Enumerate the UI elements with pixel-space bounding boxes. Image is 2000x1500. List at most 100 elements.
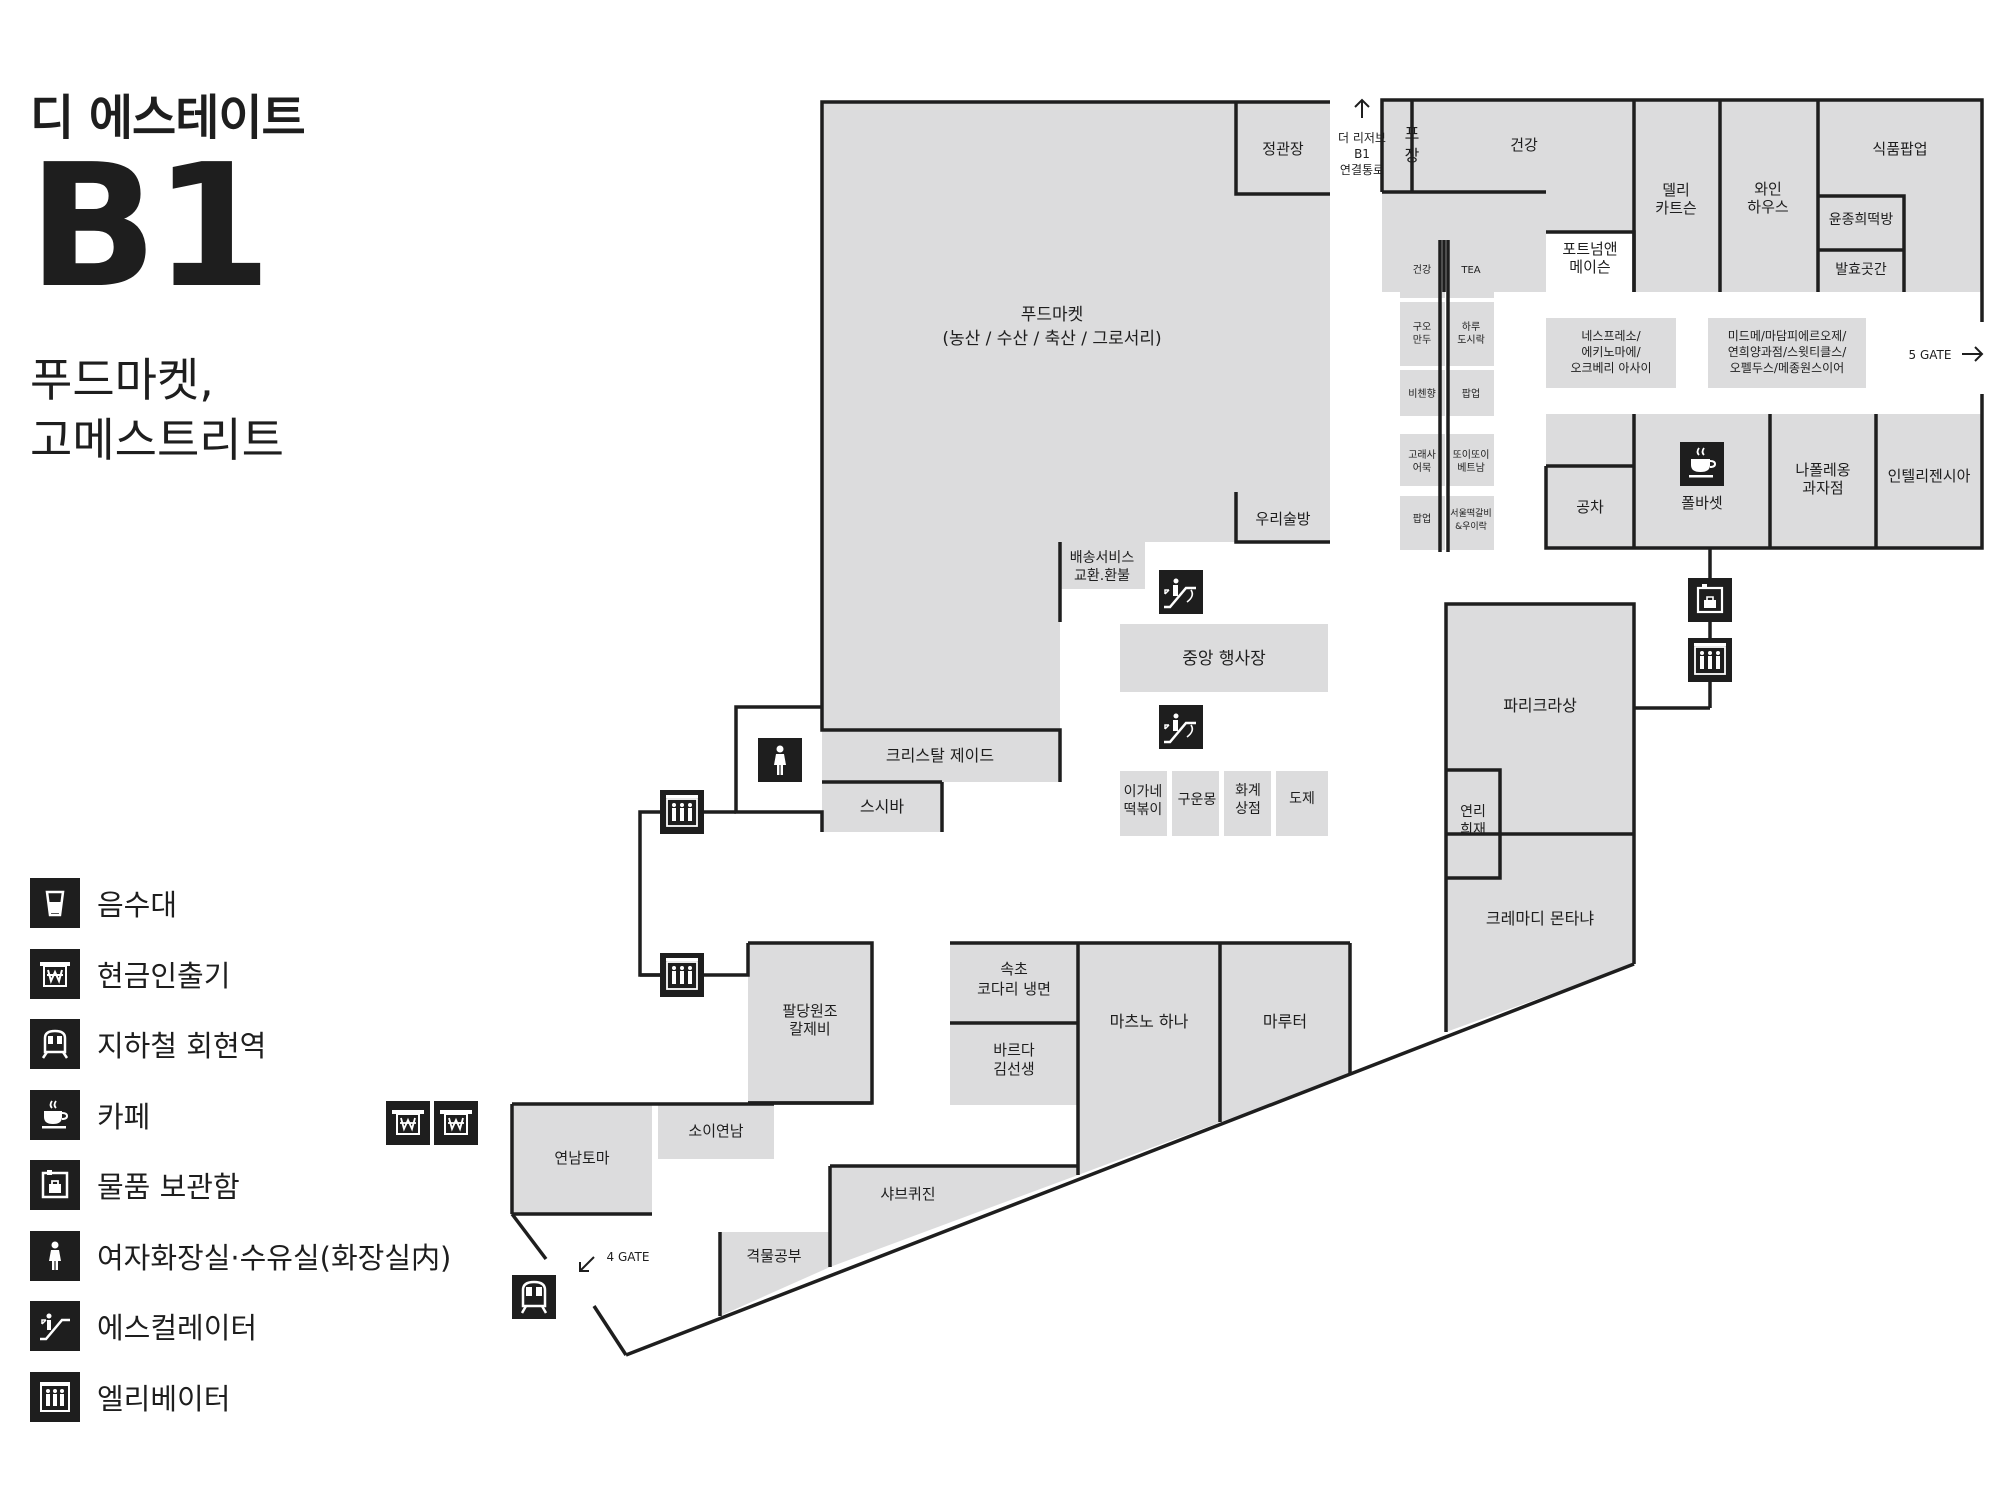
brand-title: 디 에스테이트 [30, 90, 306, 146]
gate-5-label: 5 GATE [1909, 348, 1952, 362]
legend-label-atm: 현금인출기 [97, 958, 231, 993]
kiosk-popup: 팝업 [1462, 387, 1480, 400]
kiosk-gorae-2: 어묵 [1413, 462, 1431, 474]
store-woori-sulbang: 우리술방 [1255, 510, 1310, 528]
store-food-popup: 식품팝업 [1872, 140, 1927, 158]
exchange-refund: 교환.환불 [1074, 568, 1130, 584]
kiosk-ttoi: 또이또이 [1453, 449, 1490, 461]
subway-icon [30, 1019, 80, 1070]
store-midome: 미드메/마담피에르오제/ [1728, 329, 1847, 343]
store-sokcho: 속초 [1000, 960, 1028, 978]
legend-item-atm: 현금인출기 [30, 939, 451, 1010]
elevator-icon [659, 789, 705, 835]
locker-icon [1686, 576, 1734, 624]
cafe-icon [30, 1089, 80, 1140]
cafe-icon [1679, 441, 1725, 487]
store-midome-2: 연희양과점/스윗티클스/ [1728, 344, 1847, 359]
legend-label-cafe: 카페 [97, 1099, 151, 1134]
subway-icon [510, 1273, 558, 1321]
store-paul-bassett: 폴바셋 [1681, 494, 1722, 512]
atm-icon [30, 948, 80, 999]
store-yeonnam: 연남토마 [554, 1149, 609, 1167]
store-nespresso-3: 오크베리 아사이 [1570, 361, 1651, 375]
nav-arrows [579, 98, 1984, 1272]
store-napoleon-2: 과자점 [1802, 479, 1843, 497]
legend-item-subway: 지하철 회현역 [30, 1009, 451, 1080]
store-paris-croissant: 파리크라상 [1503, 696, 1577, 715]
store-yeonri: 연리 [1460, 804, 1486, 820]
store-deli-2: 카트슨 [1655, 199, 1696, 217]
legend-label-water: 음수대 [97, 888, 178, 923]
store-wine-2: 하우스 [1747, 198, 1789, 216]
store-food-market: 푸드마켓 [1021, 305, 1084, 325]
water-cup-icon [30, 878, 80, 929]
kiosk-haru-2: 도시락 [1457, 334, 1485, 346]
legend-item-elevator: 엘리베이터 [30, 1362, 451, 1433]
kiosk-haru: 하루 [1462, 320, 1480, 333]
store-health: 건강 [1510, 136, 1538, 154]
store-bareuda: 바르다 [993, 1041, 1035, 1059]
legend-item-restroom: 여자화장실·수유실(화장실内) [30, 1221, 451, 1292]
store-gyeokmul: 격물공부 [746, 1247, 801, 1265]
elevator-icon [1687, 637, 1733, 683]
legend-item-water: 음수대 [30, 868, 451, 939]
legend-label-subway: 지하철 회현역 [97, 1029, 267, 1064]
store-igane: 이가네 [1124, 784, 1163, 800]
legend-item-locker: 물품 보관함 [30, 1150, 451, 1221]
store-fortnum: 포트넘앤 [1562, 240, 1617, 258]
floor-subtitle: 푸드마켓, 고메스트리트 [30, 350, 284, 470]
store-shabu: 샤브퀴진 [880, 1185, 935, 1203]
store-guunmong: 구운몽 [1178, 792, 1217, 808]
gate-4-label: 4 GATE [607, 1250, 650, 1264]
legend-label-locker: 물품 보관함 [97, 1170, 240, 1205]
legend-item-escalator: 에스컬레이터 [30, 1291, 451, 1362]
store-napoleon: 나폴레옹 [1795, 461, 1850, 479]
kiosk-tea: TEA [1460, 265, 1480, 276]
store-hwagye-sangjeom: 상점 [1235, 801, 1261, 817]
escalator-icon [30, 1301, 80, 1352]
store-sushi-bar: 스시바 [860, 797, 904, 816]
legend-label-restroom: 여자화장실·수유실(화장실内) [97, 1240, 452, 1275]
kiosk-health: 건강 [1413, 264, 1431, 276]
floor-subtitle-line1: 푸드마켓, [30, 353, 214, 407]
walls [510, 98, 1984, 1357]
kiosk-guo-2: 만두 [1413, 334, 1431, 346]
store-bareuda-2: 김선생 [993, 1060, 1034, 1078]
locker-icon [30, 1160, 80, 1211]
store-labels: 정관장 푸드마켓 (농산 / 수산 / 축산 / 그로서리) 우리술방 배송서비… [554, 124, 1970, 1265]
store-fortnum-2: 메이슨 [1569, 258, 1610, 276]
store-midome-3: 오펠두스/메종원스이어 [1730, 361, 1844, 375]
store-matsuno: 마츠노 하나 [1110, 1012, 1189, 1031]
reserve-passage-label: 더 리저브 [1338, 131, 1386, 145]
atm-icon [385, 1100, 431, 1146]
escalator-icon [1157, 568, 1205, 616]
female-restroom-icon [758, 738, 802, 782]
reserve-passage-floor: B1 [1354, 147, 1370, 161]
floor-subtitle-line2: 고메스트리트 [30, 413, 284, 467]
store-igane-tteokbokki: 떡볶이 [1124, 802, 1163, 818]
store-pojang: 포 [1405, 124, 1420, 143]
reserve-passage-connect: 연결통로 [1340, 163, 1384, 177]
delivery-service: 배송서비스 [1070, 550, 1135, 566]
store-balhyo: 발효곳간 [1835, 262, 1887, 278]
kiosk-seoul: 서울떡갈비 [1450, 508, 1491, 519]
elevator-icon [30, 1371, 80, 1422]
legend-label-escalator: 에스컬레이터 [97, 1311, 258, 1346]
legend-label-elevator: 엘리베이터 [97, 1381, 231, 1416]
escalator-icon [1157, 703, 1205, 751]
legend-item-cafe: 카페 [30, 1080, 451, 1151]
arrow-right-icon [1962, 346, 1984, 362]
atm-icon [433, 1100, 479, 1146]
store-pojang-2: 장 [1405, 146, 1420, 165]
kiosk-gorae: 고래사 [1408, 449, 1436, 461]
store-jeonggwanjang: 정관장 [1262, 140, 1304, 158]
nav-labels: 더 리저브 B1 연결통로 5 GATE 4 GATE [607, 131, 1952, 1264]
elevator-icon [659, 952, 705, 998]
legend: 음수대 현금인출기 지하철 회현역 카페 물품 보관함 여자화장실·수유실(화장… [30, 868, 451, 1432]
store-crystal-jade: 크리스탈 제이드 [886, 746, 994, 765]
arrow-up-icon [1354, 98, 1370, 118]
store-cremadi: 크레마디 몬타냐 [1486, 909, 1594, 928]
store-intelligentsia: 인텔리젠시아 [1888, 467, 1971, 485]
store-food-market-detail: (농산 / 수산 / 축산 / 그로서리) [942, 329, 1161, 349]
